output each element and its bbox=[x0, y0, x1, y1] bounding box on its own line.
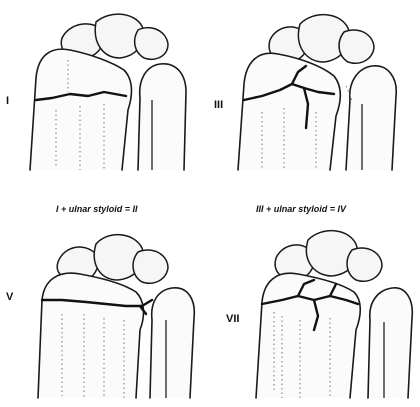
panel-1-wrist-drawing bbox=[30, 14, 186, 170]
panel-3-caption: III + ulnar styloid = IV bbox=[256, 205, 346, 214]
panel-3-wrist-drawing bbox=[238, 15, 396, 170]
panel-7-wrist-drawing bbox=[256, 231, 412, 398]
panel-1-caption: I + ulnar styloid = II bbox=[56, 205, 138, 214]
panel-5-label: V bbox=[6, 292, 13, 303]
panel-1-label: I bbox=[6, 96, 9, 107]
panel-5-wrist-drawing bbox=[38, 235, 194, 398]
panel-3-label: III bbox=[214, 100, 223, 111]
panel-7-label: VII bbox=[226, 314, 239, 325]
